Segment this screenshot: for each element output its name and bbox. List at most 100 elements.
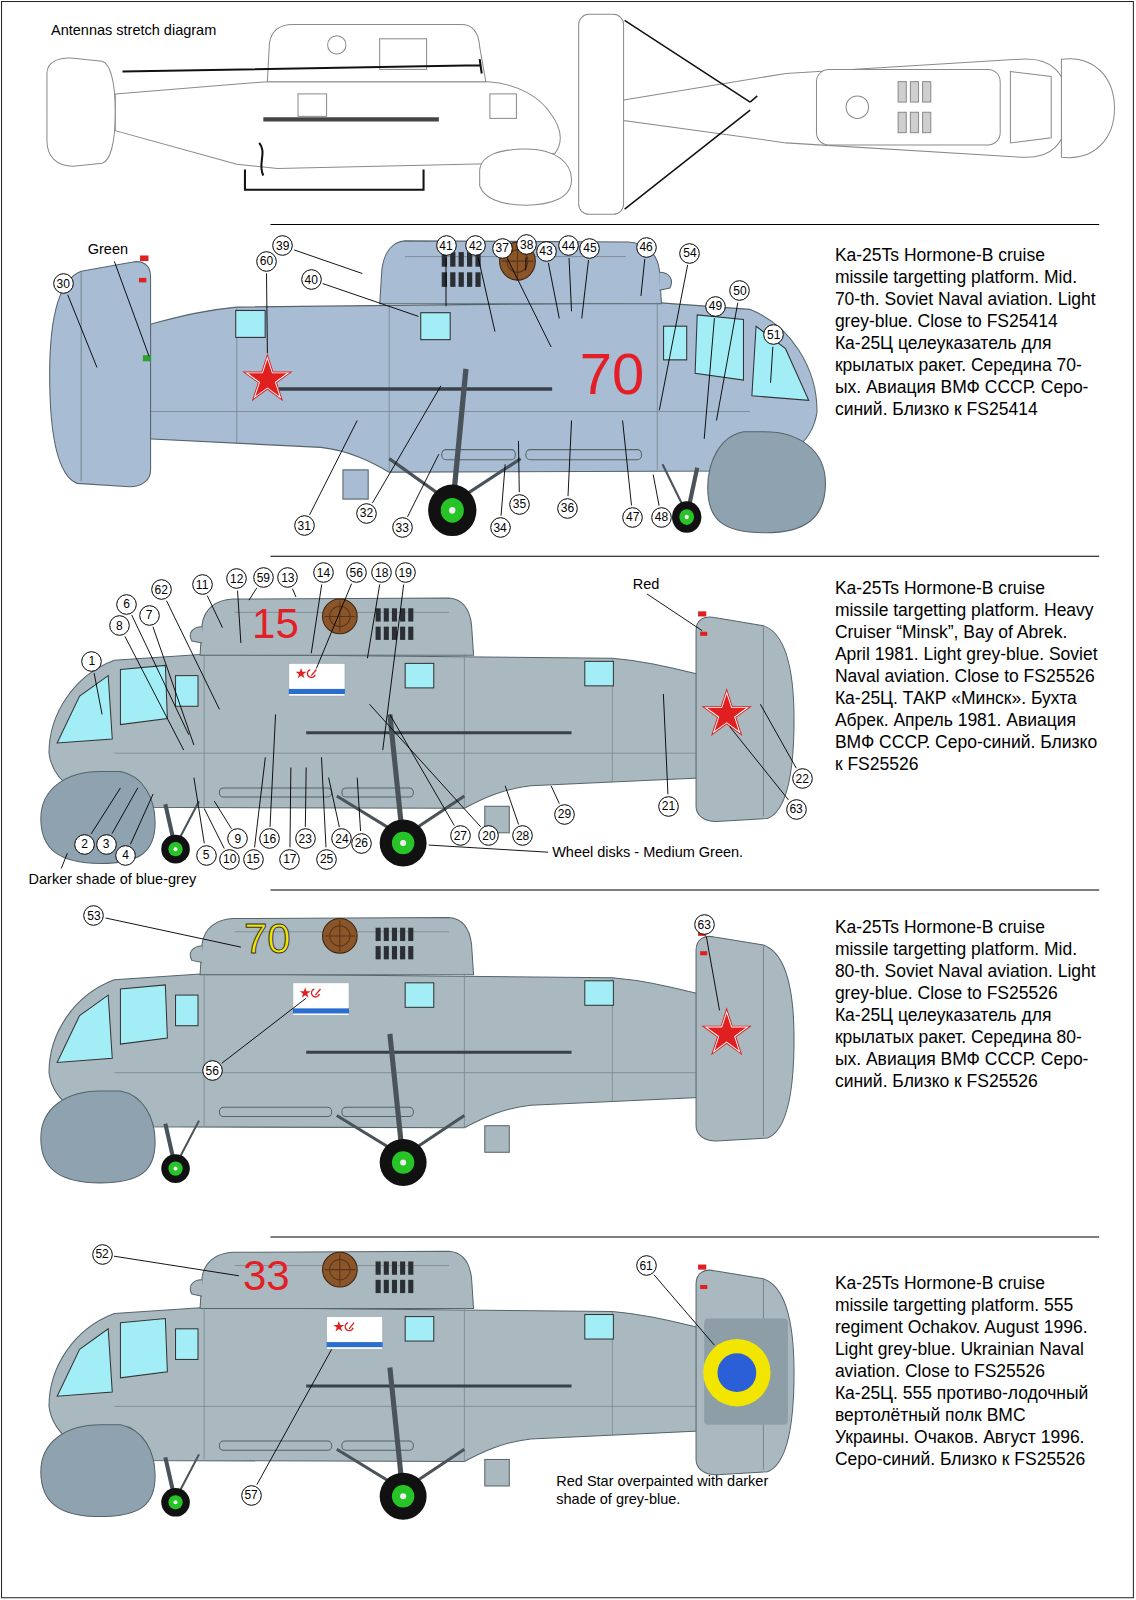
callout-circle: 43 — [536, 241, 557, 262]
callout-circle: 15 — [243, 849, 264, 870]
callout-ring — [636, 237, 656, 257]
callout-number: 30 — [57, 278, 70, 290]
callout-leader — [204, 808, 224, 848]
callout-number: 35 — [513, 498, 526, 510]
tactical-number: 15 — [252, 603, 299, 645]
insignia — [143, 355, 151, 361]
callout-ring — [580, 238, 600, 258]
callout-leader — [357, 778, 360, 831]
callout-ring — [558, 498, 578, 518]
helicopter-profile — [41, 598, 794, 866]
callout-circle: 26 — [351, 833, 372, 854]
callout-circle: 59 — [253, 567, 274, 588]
callout-leader — [730, 727, 789, 800]
callout-number: 50 — [733, 285, 746, 297]
antenna-diagram — [490, 94, 517, 118]
callout-circle: 35 — [509, 494, 530, 515]
callout-circle: 11 — [192, 574, 213, 595]
antenna-diagram — [47, 14, 1115, 214]
callout-leader — [706, 937, 719, 1011]
panel-separator — [270, 224, 1099, 225]
callout-leader — [207, 596, 222, 628]
label-leader — [61, 261, 702, 868]
callout-number: 63 — [789, 803, 802, 815]
callout-leader — [760, 704, 796, 768]
panel-separator — [270, 889, 1099, 890]
callout-number: 20 — [482, 830, 495, 842]
callout-number: 56 — [350, 567, 363, 579]
callout-number: 7 — [146, 609, 153, 621]
callout-circle: 6 — [116, 594, 137, 615]
callout-number: 2 — [81, 838, 88, 850]
callout-ring — [352, 833, 372, 853]
insignia — [717, 1353, 756, 1392]
callout-circle: 40 — [301, 269, 322, 290]
callout-leader — [663, 694, 668, 794]
antenna-diagram — [579, 14, 624, 214]
callout-number: 24 — [335, 833, 348, 845]
callout-number: 26 — [355, 837, 368, 849]
callout-circle: 2 — [74, 834, 95, 855]
scheme-description: Ka-25Ts Hormone-B cruise missile targett… — [835, 577, 1103, 687]
callout-leader — [238, 591, 241, 643]
diagram-heading: Antennas stretch diagram — [51, 22, 216, 39]
callout-leader — [569, 258, 571, 311]
callout-circle: 25 — [316, 849, 337, 870]
callout-circle: 32 — [356, 503, 377, 524]
callout-leader — [525, 257, 527, 270]
callout-circle: 28 — [512, 825, 533, 846]
callout-leader — [582, 260, 589, 318]
callout-circle: 38 — [516, 234, 537, 255]
callout-leader — [153, 627, 194, 745]
callout-number: 18 — [375, 567, 388, 579]
insignia — [293, 983, 349, 1016]
callout-leader — [641, 259, 645, 296]
callout-leader — [294, 250, 362, 274]
panel-separator — [270, 1236, 1099, 1237]
scheme-description: Ка-25Ц целеуказатель для крылатых ракет.… — [835, 332, 1103, 420]
callout-ring — [82, 652, 102, 672]
callout-leader — [167, 601, 220, 710]
callout-ring — [84, 906, 104, 926]
callout-leader — [551, 786, 559, 804]
callout-leader — [383, 584, 404, 750]
callout-leader — [321, 757, 326, 847]
callout-leader — [266, 273, 268, 353]
callout-circle: 46 — [636, 237, 657, 258]
insignia — [701, 688, 751, 736]
callout-circle: 17 — [279, 849, 300, 870]
antenna-diagram — [910, 82, 918, 102]
callout-leader — [316, 584, 351, 669]
callout-circle: 56 — [346, 562, 367, 583]
callout-circle: 63 — [786, 799, 807, 820]
color-note: Green — [88, 241, 128, 258]
callout-number: 63 — [698, 919, 711, 931]
callout-number: 37 — [495, 242, 508, 254]
callout-ring — [92, 1245, 112, 1265]
callout-number: 19 — [399, 567, 412, 579]
callout-number: 52 — [95, 1248, 108, 1260]
callout-leader — [372, 386, 440, 503]
callout-leader — [132, 615, 189, 735]
callout-ring — [202, 1061, 222, 1081]
callout-circle: 14 — [313, 562, 334, 583]
callout-leader — [311, 584, 321, 653]
callout-leader — [548, 263, 559, 319]
callout-circle: 19 — [395, 562, 416, 583]
insignia — [703, 1339, 770, 1406]
callout-number: 13 — [281, 572, 294, 584]
callout-ring — [295, 829, 315, 849]
callout-number: 22 — [796, 773, 809, 785]
callout-leader — [507, 259, 551, 347]
callout-number: 47 — [626, 511, 639, 523]
callout-circle: 9 — [227, 828, 248, 849]
callout-circle: 51 — [763, 324, 784, 345]
callout-ring — [301, 270, 321, 290]
antenna-wire — [625, 20, 758, 209]
callout-leader — [407, 454, 438, 517]
callout-circle: 49 — [705, 296, 726, 317]
callout-leader — [68, 250, 797, 1485]
callout-ring — [116, 846, 136, 866]
callout-leader — [305, 767, 307, 826]
callout-leader — [654, 1275, 715, 1345]
